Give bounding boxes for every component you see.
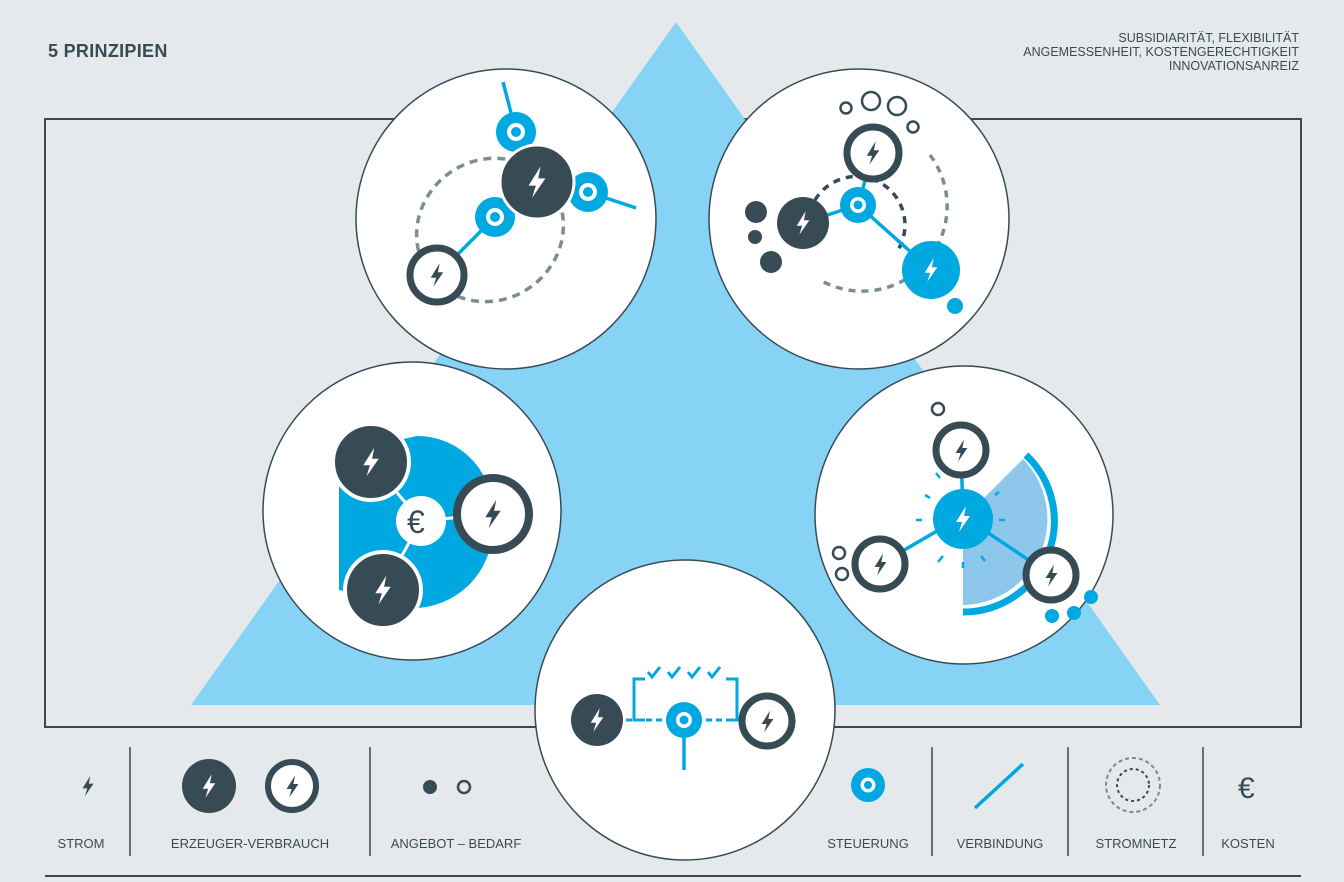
legend: € [82, 747, 1255, 856]
producer-node [343, 550, 423, 630]
principle-circle-appropriateness [534, 559, 836, 861]
control-node [568, 172, 608, 212]
page-title: 5 PRINZIPIEN [48, 41, 168, 61]
principle-line-3: INNOVATIONSANREIZ [1168, 59, 1299, 73]
connection-icon [973, 762, 1025, 810]
principle-line-2: ANGEMESSENHEIT, KOSTENGERECHTIGKEIT [1023, 45, 1299, 59]
demand-dot-icon [456, 779, 472, 795]
control-icon [851, 768, 885, 802]
producer-node [331, 422, 411, 502]
legend-separators [129, 747, 1204, 856]
control-node [496, 112, 536, 152]
euro-symbol: € [407, 504, 425, 540]
legend-label-steuerung: STEUERUNG [827, 836, 909, 851]
principle-circle-flexibility [708, 68, 1010, 370]
cost-node: € [396, 496, 446, 546]
principle-circle-subsidiarity [355, 68, 657, 370]
control-node [475, 197, 515, 237]
grid-icon [1105, 757, 1161, 813]
consumer-node [1022, 546, 1080, 604]
principle-circle-innovation [814, 365, 1114, 665]
producer-icon [182, 759, 236, 813]
producer-node [571, 694, 623, 746]
producer-node [777, 197, 829, 249]
legend-label-kosten: KOSTEN [1221, 836, 1275, 851]
consumer-node [932, 421, 990, 479]
legend-label-angebot: ANGEBOT – BEDARF [390, 836, 522, 851]
consumer-node [738, 692, 796, 750]
consumer-icon [265, 759, 319, 813]
control-node [666, 702, 702, 738]
consumer-node [406, 244, 468, 306]
strom-icon [82, 775, 94, 797]
consumer-node [453, 474, 533, 554]
supply-dot-icon [423, 780, 437, 794]
principles-list: SUBSIDIARITÄT, FLEXIBILITÄT ANGEMESSENHE… [1023, 31, 1299, 73]
euro-icon: € [1238, 772, 1255, 805]
blue-node [902, 241, 960, 299]
legend-label-verbindung: VERBINDUNG [956, 836, 1044, 851]
consumer-node [851, 535, 909, 593]
legend-label-erzeuger: ERZEUGER-VERBRAUCH [170, 836, 330, 851]
blue-node [933, 489, 993, 549]
principle-line-1: SUBSIDIARITÄT, FLEXIBILITÄT [1118, 31, 1299, 45]
legend-label-strom: STROM [57, 836, 105, 851]
legend-label-stromnetz: STROMNETZ [1095, 836, 1177, 851]
principle-circle-costs: € [262, 361, 562, 661]
consumer-node [843, 123, 903, 183]
control-node [840, 187, 876, 223]
producer-node [498, 143, 576, 221]
